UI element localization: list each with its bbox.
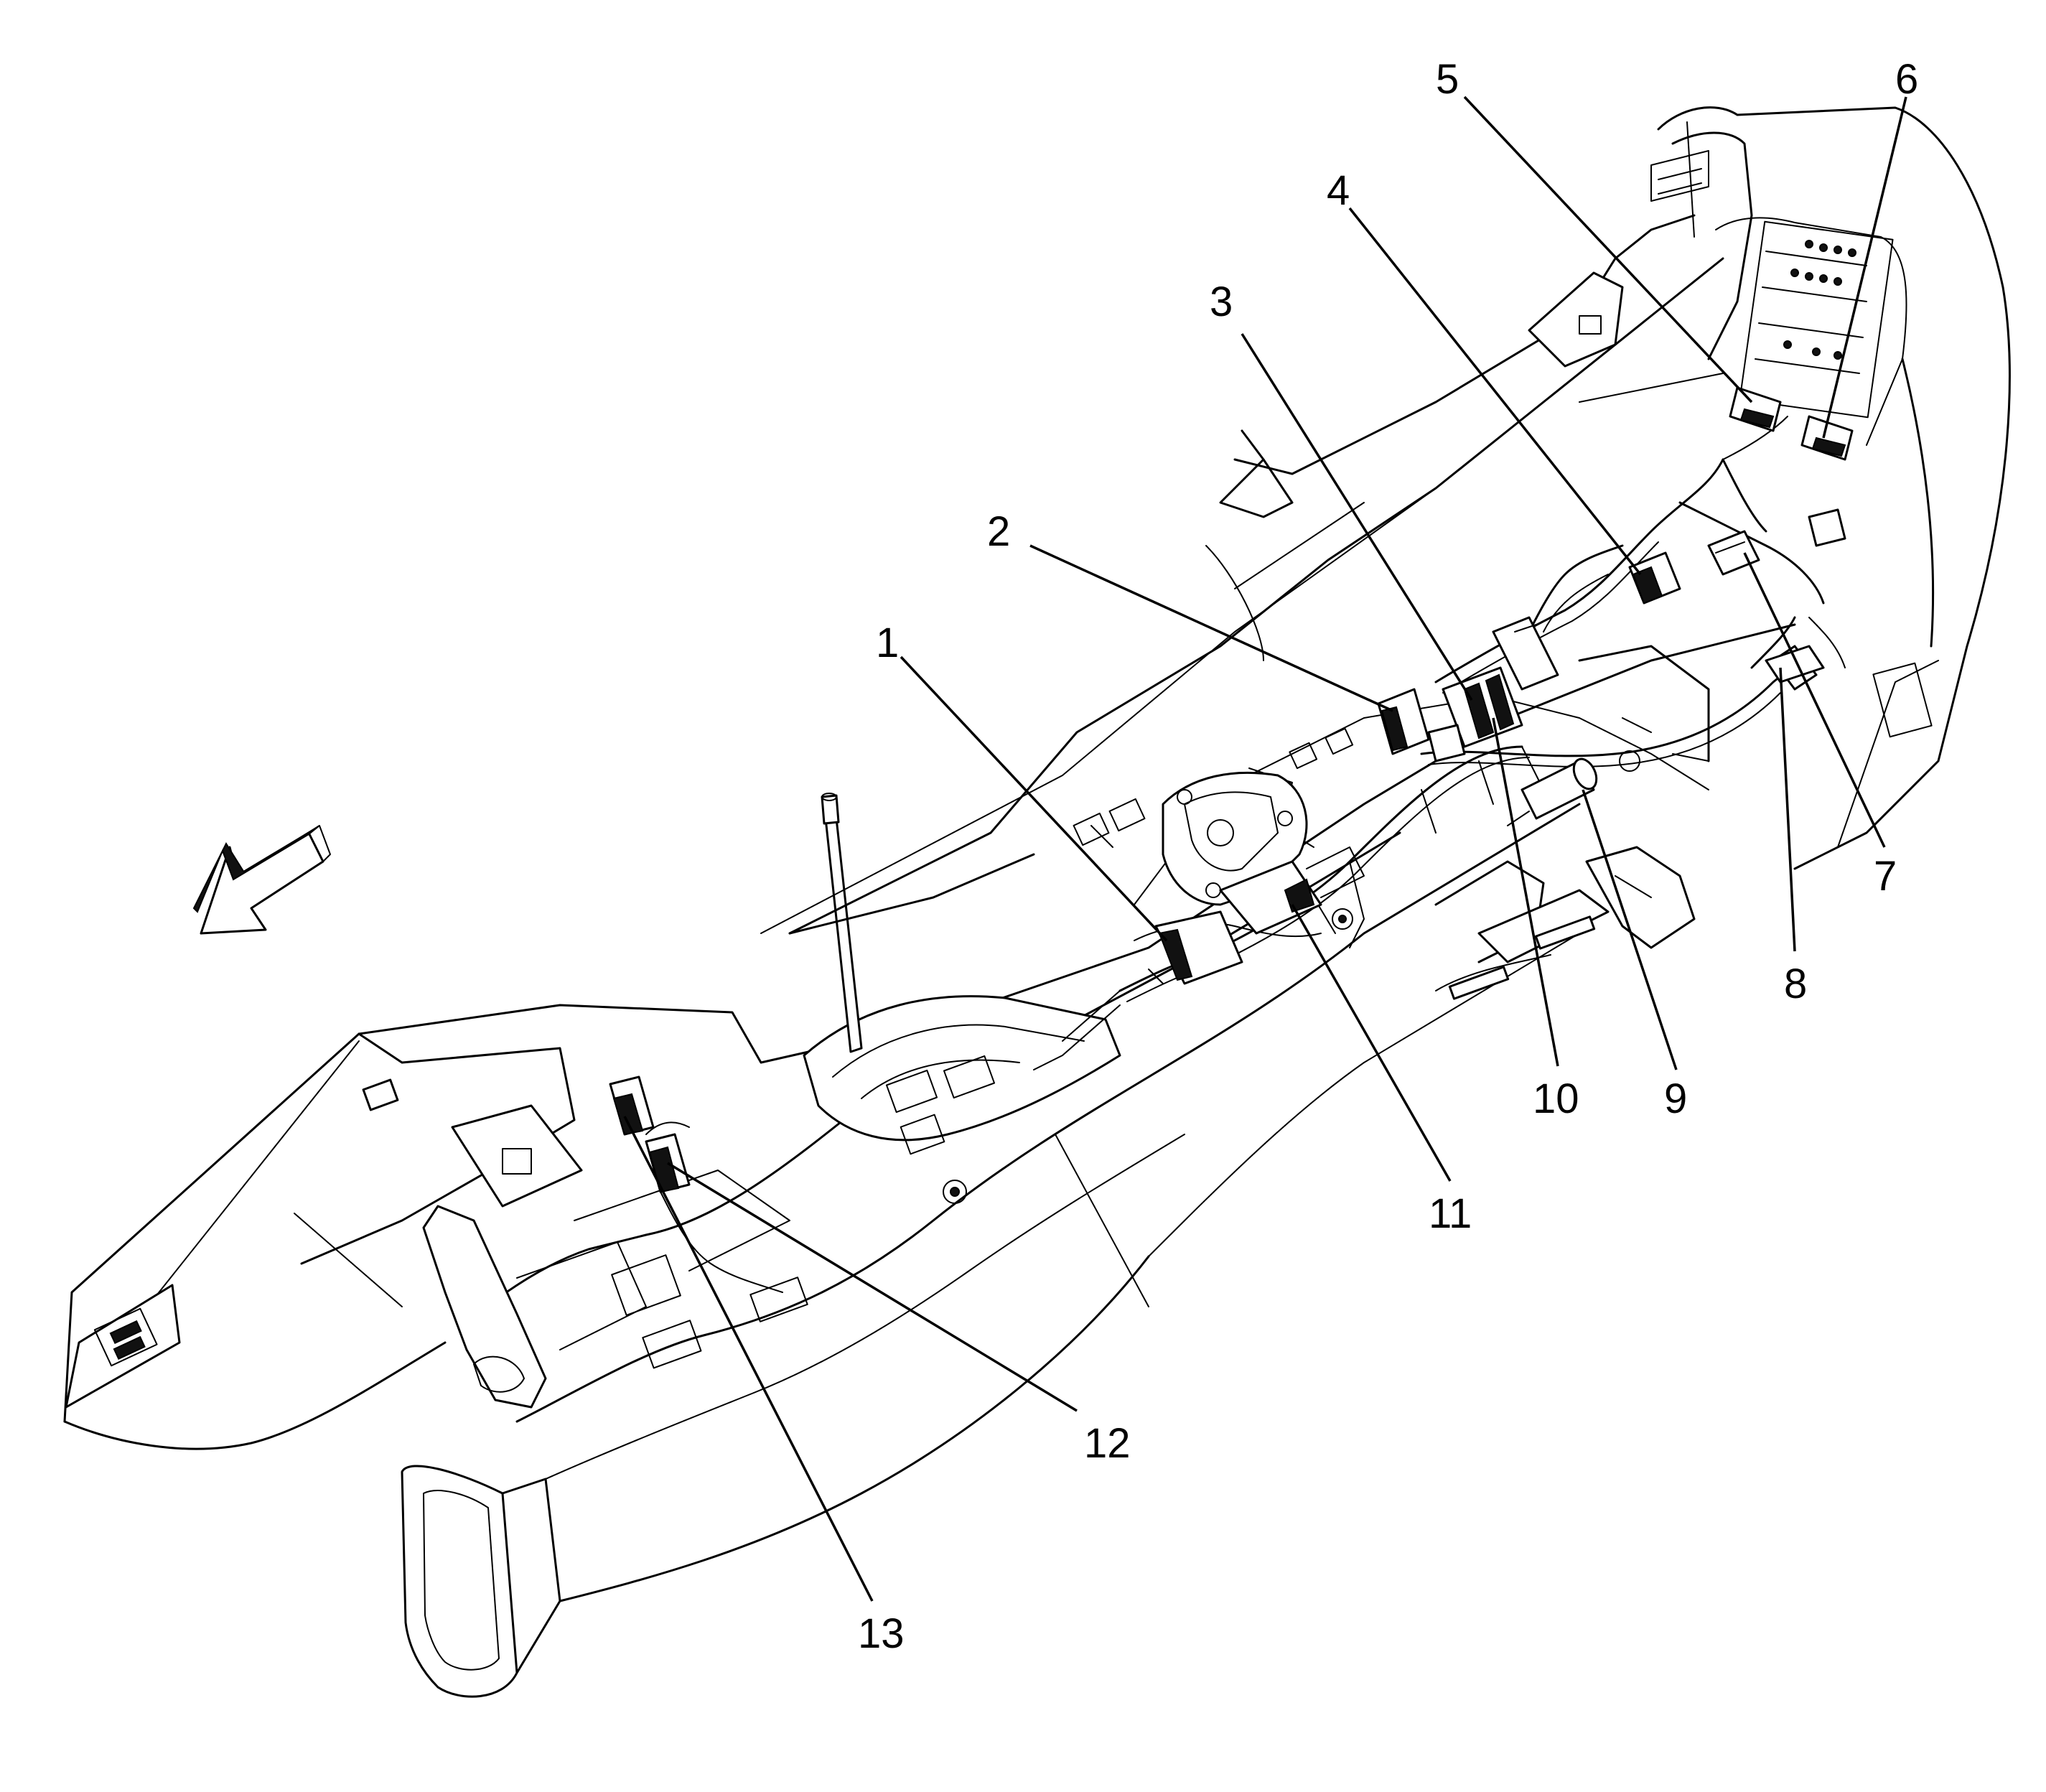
callout-7: 7 [1874, 853, 1897, 900]
connector-item-7 [1707, 508, 1846, 576]
connector-cluster-items-2-3-10 [1377, 616, 1559, 762]
callout-9: 9 [1664, 1075, 1687, 1122]
leader-8 [1779, 667, 1796, 952]
callout-2: 2 [987, 508, 1010, 555]
shifter-area [803, 793, 1121, 1204]
side-vent-grille [65, 1284, 181, 1409]
callout-11: 11 [1429, 1190, 1472, 1237]
front-bezel [1528, 106, 2011, 870]
connector-item-1 [1148, 910, 1243, 985]
leader-13 [623, 1116, 874, 1602]
connector-items-5-6 [1729, 386, 1854, 461]
rear-air-duct-outlet [401, 1255, 1150, 1698]
leader-9 [1582, 789, 1678, 1070]
module-item-11 [1162, 771, 1365, 935]
callout-13: 13 [858, 1610, 905, 1657]
callout-6: 6 [1895, 56, 1918, 103]
leader-6 [1822, 96, 1907, 439]
leader-3 [1241, 333, 1473, 701]
callout-5: 5 [1436, 56, 1459, 103]
leader-lines [623, 95, 1907, 1602]
connector-item-4 [1628, 551, 1681, 605]
callout-8: 8 [1784, 961, 1807, 1007]
leader-10 [1492, 717, 1559, 1067]
callout-3: 3 [1210, 279, 1233, 325]
component-item-9 [1507, 757, 1598, 826]
bezel-indicator-dots [1783, 240, 1856, 360]
callout-12: 12 [1084, 1420, 1131, 1467]
leader-1 [900, 655, 1168, 942]
callout-1: 1 [876, 620, 899, 666]
leader-7 [1743, 552, 1886, 848]
leader-5 [1463, 95, 1753, 403]
callout-labels: 1 2 3 4 5 6 7 8 9 10 11 12 13 [858, 56, 1918, 1657]
leader-4 [1348, 207, 1642, 576]
callout-10: 10 [1533, 1075, 1579, 1122]
leader-11 [1291, 904, 1452, 1182]
callout-4: 4 [1327, 167, 1350, 214]
leader-12 [667, 1162, 1078, 1412]
leader-2 [1029, 544, 1393, 712]
floor-console-assembly [63, 106, 2011, 1698]
forward-direction-arrow-icon [192, 825, 331, 935]
